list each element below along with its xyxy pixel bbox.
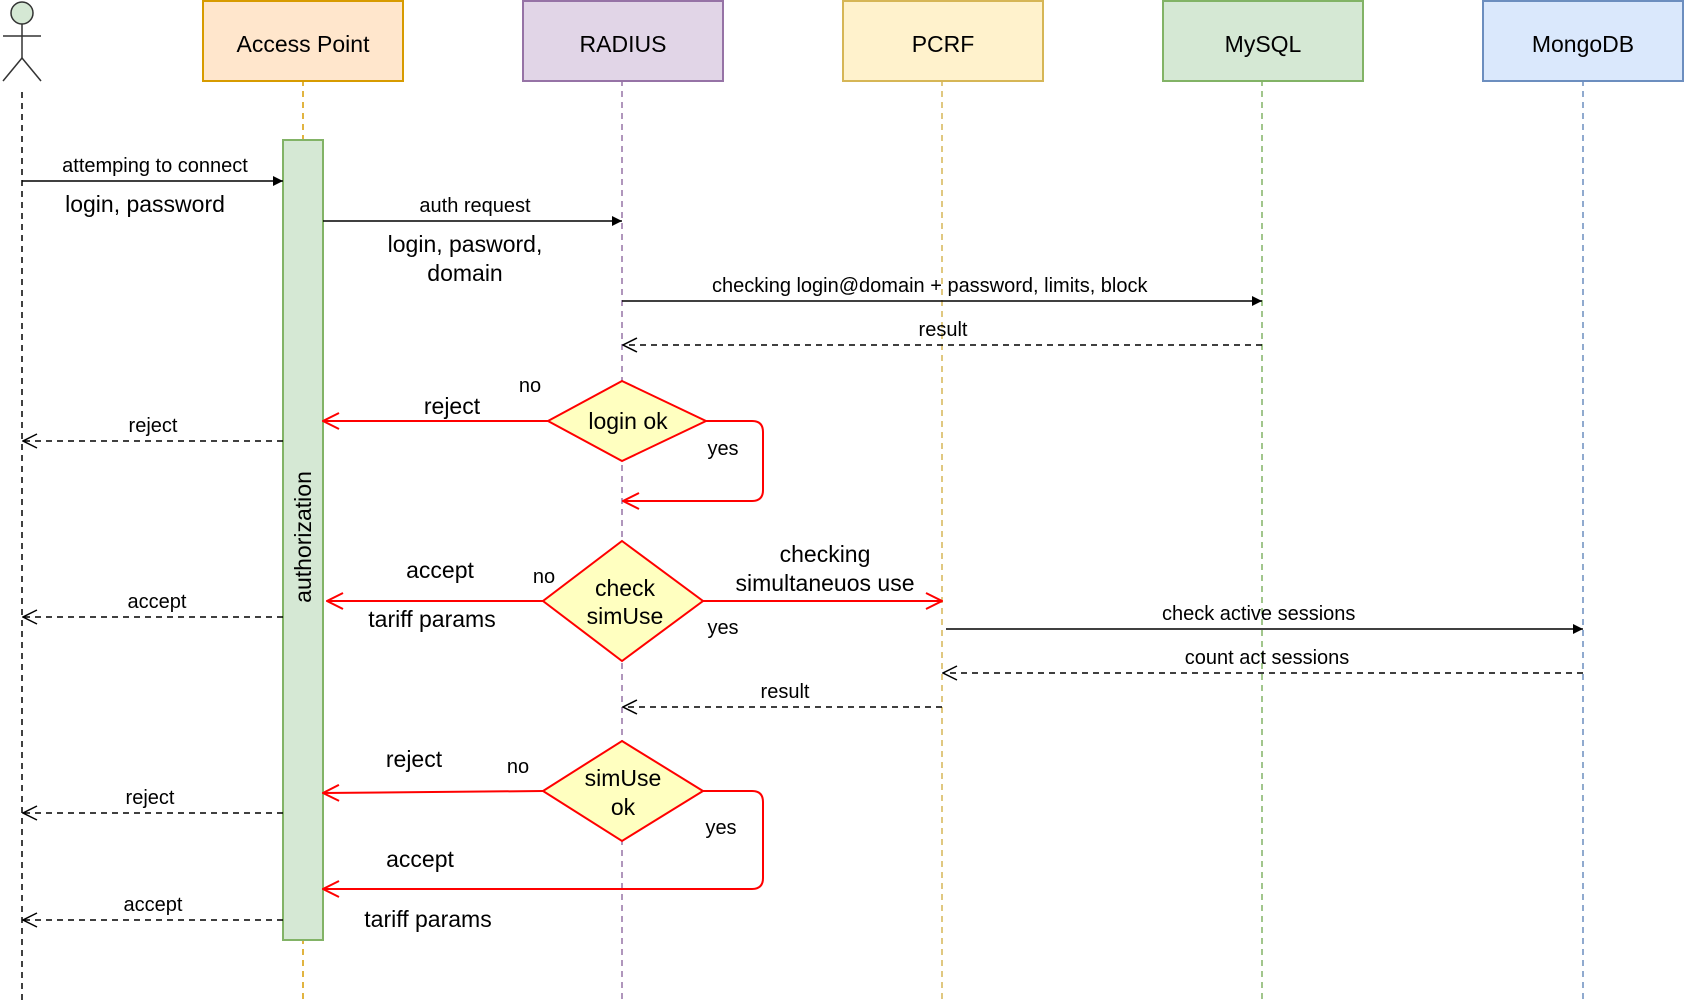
attempt-label: attemping to connect xyxy=(62,155,248,177)
participant-label: Access Point xyxy=(237,31,371,57)
check-yes-label: yes xyxy=(707,617,738,639)
user-actor-icon xyxy=(2,1,42,82)
tariff-2-label: tariff params xyxy=(364,906,491,932)
checking-mysql-label: checking login@domain + password, limits… xyxy=(712,275,1148,297)
count-act-label: count act sessions xyxy=(1185,647,1350,669)
authorization-label: authorization xyxy=(290,471,316,603)
participant-label: MySQL xyxy=(1225,31,1302,57)
check-simuse-diamond xyxy=(541,539,705,663)
participant-mysql: MySQL xyxy=(1162,0,1364,82)
participant-label: RADIUS xyxy=(580,31,667,57)
participant-radius: RADIUS xyxy=(522,0,724,82)
check-simuse-label-2: simUse xyxy=(587,603,664,629)
login-ok-label: login ok xyxy=(588,408,668,434)
tariff-1-label: tariff params xyxy=(368,606,495,632)
login-yes-arrow xyxy=(623,420,764,501)
participant-box xyxy=(842,0,1044,82)
auth-request-label: auth request xyxy=(419,195,531,217)
participant-label: PCRF xyxy=(912,31,975,57)
participant-pcrf: PCRF xyxy=(842,0,1044,82)
checking-sim-label-1: checking xyxy=(780,541,871,567)
simuse-ok-label-1: simUse xyxy=(585,765,662,791)
participant-box xyxy=(202,0,404,82)
login-no-label: no xyxy=(519,375,541,397)
participant-access-point: Access Point xyxy=(202,0,404,82)
reject-1-user-label: reject xyxy=(129,415,178,437)
accept-2-label: accept xyxy=(386,846,454,872)
attempt-params: login, password xyxy=(65,191,225,217)
simuse-ok-label-2: ok xyxy=(611,794,636,820)
simuse-ok-diamond xyxy=(541,739,705,843)
simuse-no-label: no xyxy=(507,756,529,778)
accept-1-label: accept xyxy=(406,557,474,583)
participant-box xyxy=(522,0,724,82)
login-yes-label: yes xyxy=(707,438,738,460)
check-no-label: no xyxy=(533,566,555,588)
participant-mongodb: MongoDB xyxy=(1482,0,1684,82)
simuse-yes-label: yes xyxy=(705,817,736,839)
checking-sim-label-2: simultaneuos use xyxy=(736,570,915,596)
reject-1-label: reject xyxy=(424,393,481,419)
accept-2-user-label: accept xyxy=(124,894,183,916)
reject-2-user-label: reject xyxy=(126,787,175,809)
label-clip xyxy=(1376,598,1416,624)
reject-2-arrow xyxy=(323,791,544,793)
participant-box xyxy=(1482,0,1684,82)
login-ok-diamond xyxy=(545,379,709,463)
auth-params-line2: domain xyxy=(427,260,502,286)
check-active-label: check active sessions xyxy=(1162,603,1355,625)
check-simuse-label-1: check xyxy=(595,575,656,601)
authorization-activation xyxy=(282,139,324,941)
accept-1-user-label: accept xyxy=(128,591,187,613)
auth-params-line1: login, pasword, xyxy=(388,231,543,257)
label-clip xyxy=(1182,270,1242,296)
result-mysql-label: result xyxy=(919,319,968,341)
simuse-yes-arrow xyxy=(323,790,764,889)
reject-2-label: reject xyxy=(386,746,443,772)
participant-label: MongoDB xyxy=(1532,31,1634,57)
participant-box xyxy=(1162,0,1364,82)
result-pcrf-label: result xyxy=(761,681,810,703)
